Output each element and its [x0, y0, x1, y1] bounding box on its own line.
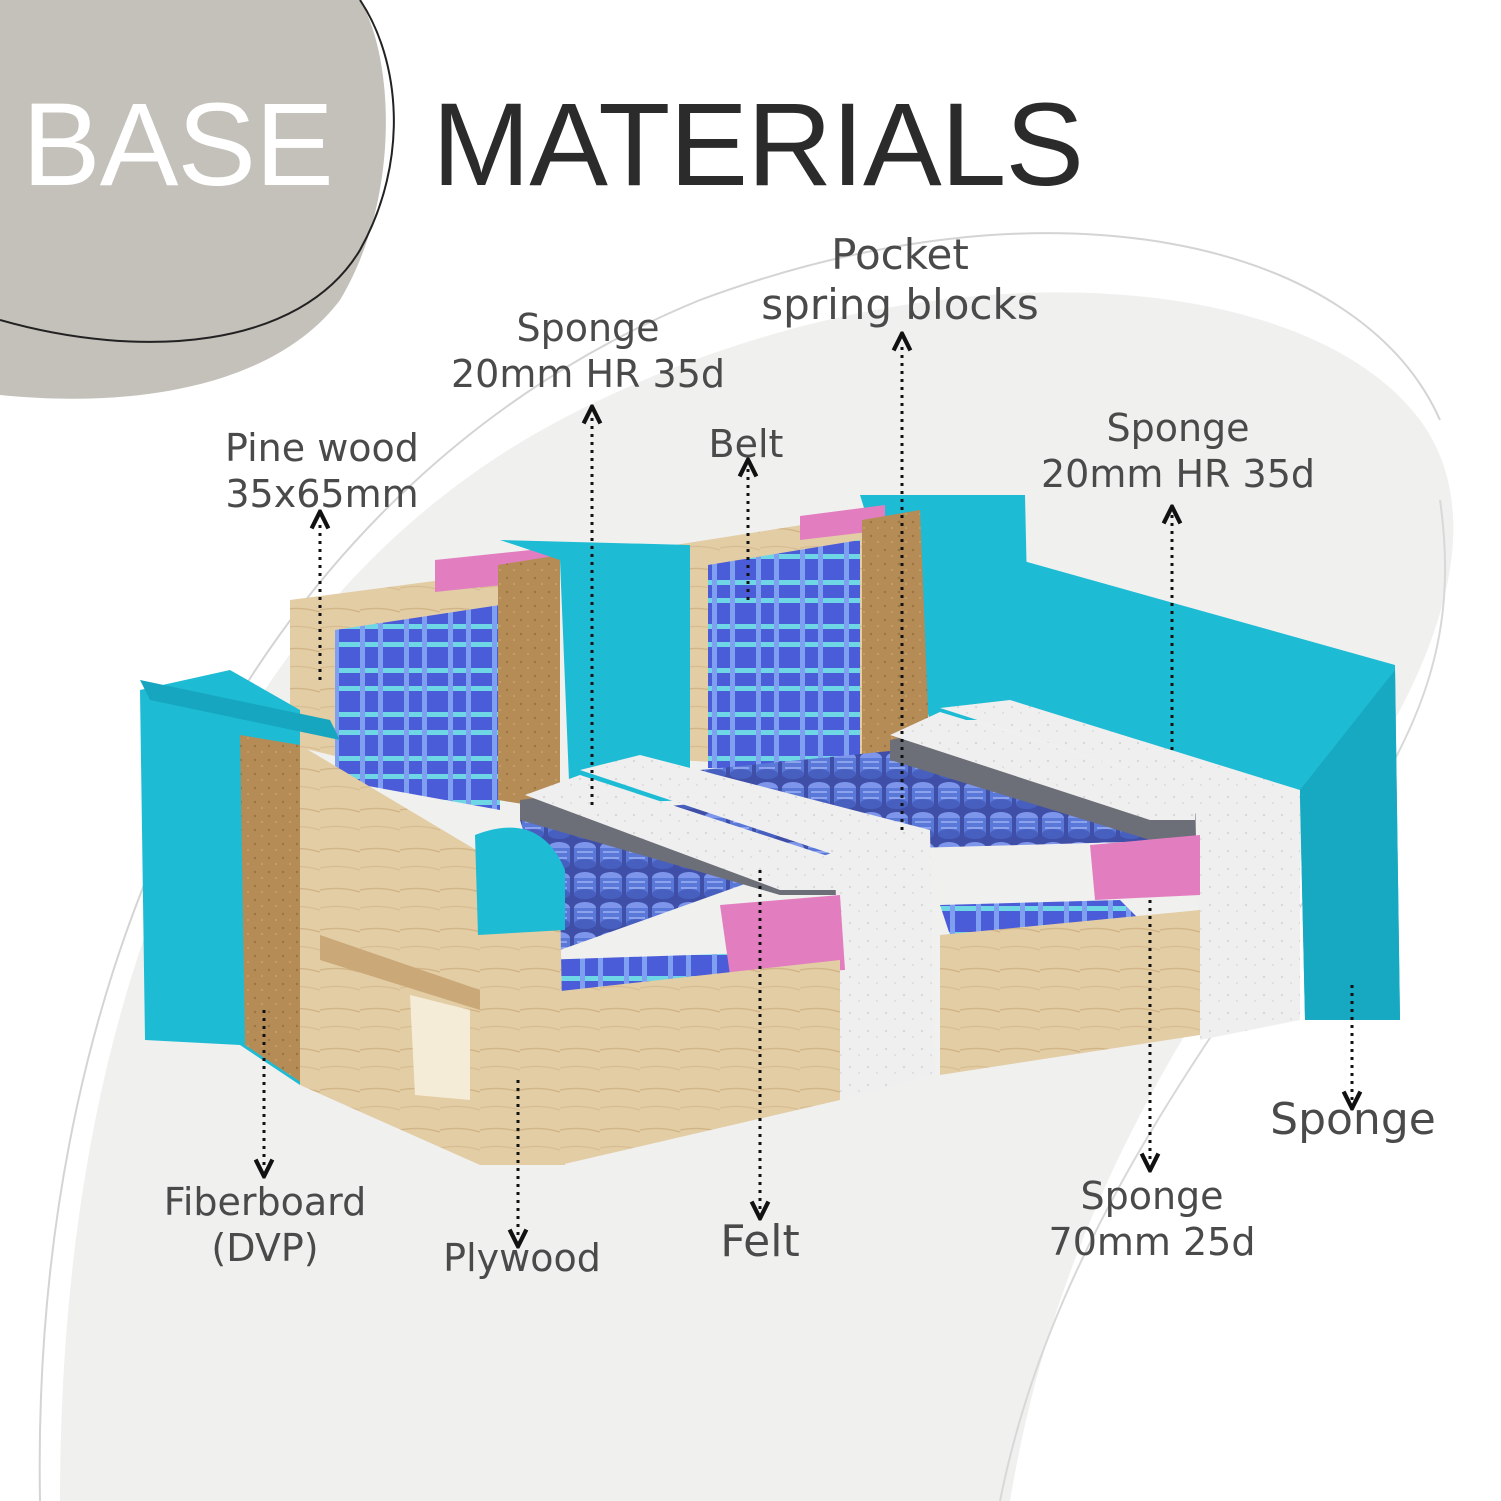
- back-post-right: [862, 510, 930, 770]
- seat-plywood-left: [480, 960, 840, 1165]
- back-center-sponge: [500, 540, 690, 805]
- label-sponge-70mm: Sponge 70mm 25d: [1048, 1174, 1256, 1264]
- title-word-base: BASE: [22, 79, 334, 211]
- title-badge-outline: [0, 0, 395, 343]
- label-felt: Felt: [720, 1216, 800, 1267]
- pink-edge-sponge-left: [720, 895, 845, 975]
- back-belt-left: [335, 605, 500, 810]
- title-badge-shape: [0, 0, 386, 399]
- label-pine-wood: Pine wood 35x65mm: [225, 426, 419, 516]
- left-side-frame: [300, 745, 565, 1165]
- label-plywood: Plywood: [443, 1236, 601, 1280]
- label-sponge-seat-top: Sponge 20mm HR 35d: [1041, 406, 1315, 496]
- right-armrest-front-sponge: [1300, 670, 1400, 1020]
- pink-edge-sponge-right: [1090, 835, 1200, 900]
- label-belt: Belt: [708, 422, 784, 466]
- back-belt-right: [708, 540, 860, 770]
- side-frame-panel: [410, 995, 470, 1100]
- label-fiberboard: Fiberboard (DVP): [163, 1180, 367, 1270]
- front-arm-sponge: [475, 827, 565, 935]
- background-outline-curve: [38, 232, 1441, 1501]
- side-frame-rail: [320, 935, 480, 1010]
- title-word-materials: MATERIALS: [432, 79, 1084, 211]
- foam-slab-left: [525, 775, 840, 890]
- foam-right-divider: [940, 700, 1300, 1040]
- foam-slab-right: [890, 712, 1195, 820]
- back-post-left: [498, 555, 560, 810]
- label-sponge-back: Sponge 20mm HR 35d: [451, 306, 725, 396]
- seat-plywood-right: [940, 910, 1200, 1075]
- left-armrest-top-cap: [140, 680, 340, 740]
- foam-center-divider: [580, 755, 935, 1100]
- label-sponge-arm: Sponge: [1270, 1094, 1436, 1145]
- fiberboard-panel: [240, 735, 305, 1085]
- label-pocket-spring-blocks: Pocket spring blocks: [761, 230, 1039, 330]
